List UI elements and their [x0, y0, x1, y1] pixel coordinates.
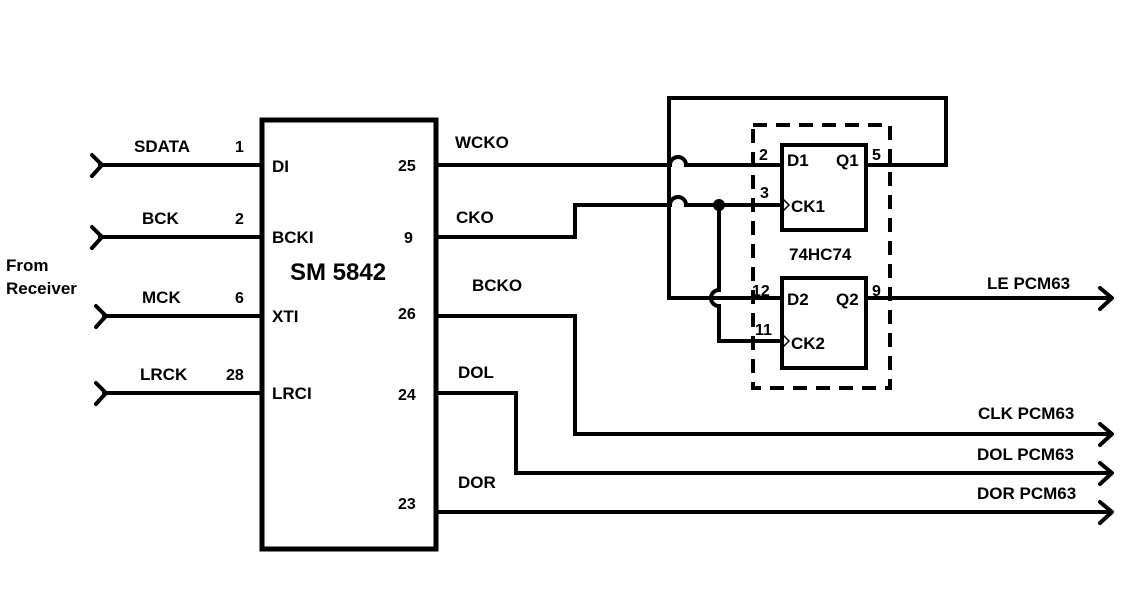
input-signal-lrck: LRCK [140, 365, 188, 384]
ff2-q-pin: 9 [872, 283, 881, 300]
ff2-d-pin: 12 [752, 283, 770, 300]
dest-clk-pcm63: CLK PCM63 [978, 404, 1074, 423]
output-pin-9: 9 [404, 230, 413, 247]
ff2-ck-label: CK2 [791, 334, 825, 353]
input-port-di: DI [272, 157, 289, 176]
ff1-d-pin: 2 [759, 147, 768, 164]
output-pin-26: 26 [398, 306, 416, 323]
output-wires [434, 96, 1112, 514]
input-wires [90, 153, 264, 406]
wire-cko-branch [709, 203, 784, 343]
input-connector-sdata [90, 153, 104, 178]
flipflop-package-name: 74HC74 [789, 245, 852, 264]
input-signal-sdata: SDATA [134, 137, 190, 156]
arrow-le [1098, 286, 1114, 311]
input-port-xti: XTI [272, 307, 298, 326]
flipflop-1 [780, 143, 868, 232]
ff1-q-pin: 5 [872, 147, 881, 164]
output-signal-bcko: BCKO [472, 276, 522, 295]
input-pin-6: 6 [235, 290, 244, 307]
input-connector-bck [90, 225, 104, 250]
source-label-line1: From [6, 256, 49, 275]
output-arrows [1098, 286, 1114, 525]
ff1-ck-label: CK1 [791, 197, 825, 216]
dest-dol-pcm63: DOL PCM63 [977, 445, 1074, 464]
wire-wcko [434, 155, 784, 167]
wire-dol [434, 391, 1112, 475]
wire-bcko [434, 314, 1112, 436]
output-signal-dor: DOR [458, 473, 496, 492]
74hc74-package-outline [751, 123, 892, 390]
ff2-d-label: D2 [787, 290, 809, 309]
arrow-clk [1098, 422, 1114, 447]
input-pin-2: 2 [235, 211, 244, 228]
ff2-ck-pin: 11 [755, 322, 772, 339]
clock-marker-ck1 [781, 197, 791, 213]
ff1-q-label: Q1 [836, 151, 859, 170]
output-pin-23: 23 [398, 496, 416, 513]
wire-cko [434, 195, 784, 239]
arrow-dol [1098, 461, 1114, 486]
flipflop-2 [780, 276, 868, 370]
output-signal-cko: CKO [456, 208, 494, 227]
ff2-q-label: Q2 [836, 290, 859, 309]
output-pin-25: 25 [398, 158, 416, 175]
dest-dor-pcm63: DOR PCM63 [977, 484, 1076, 503]
input-signal-mck: MCK [142, 288, 181, 307]
ff1-d-label: D1 [787, 151, 809, 170]
output-pin-24: 24 [398, 387, 416, 404]
junction-dot [713, 199, 725, 211]
arrow-dor [1098, 500, 1114, 525]
clock-marker-ck2 [781, 333, 791, 349]
source-label-line2: Receiver [6, 279, 77, 298]
output-signal-dol: DOL [458, 363, 494, 382]
wire-q1-feedback [667, 96, 948, 300]
input-connector-mck [94, 304, 108, 329]
input-pin-28: 28 [226, 367, 244, 384]
input-signal-bck: BCK [142, 209, 180, 228]
input-port-lrci: LRCI [272, 384, 312, 403]
input-port-bcki: BCKI [272, 228, 314, 247]
dest-le-pcm63: LE PCM63 [987, 274, 1070, 293]
input-pin-1: 1 [235, 139, 244, 156]
ff1-ck-pin: 3 [760, 185, 769, 202]
output-signal-wcko: WCKO [455, 133, 509, 152]
input-connector-lrck [94, 381, 108, 406]
chip-name: SM 5842 [290, 259, 386, 286]
sm5842-chip [259, 117, 439, 552]
